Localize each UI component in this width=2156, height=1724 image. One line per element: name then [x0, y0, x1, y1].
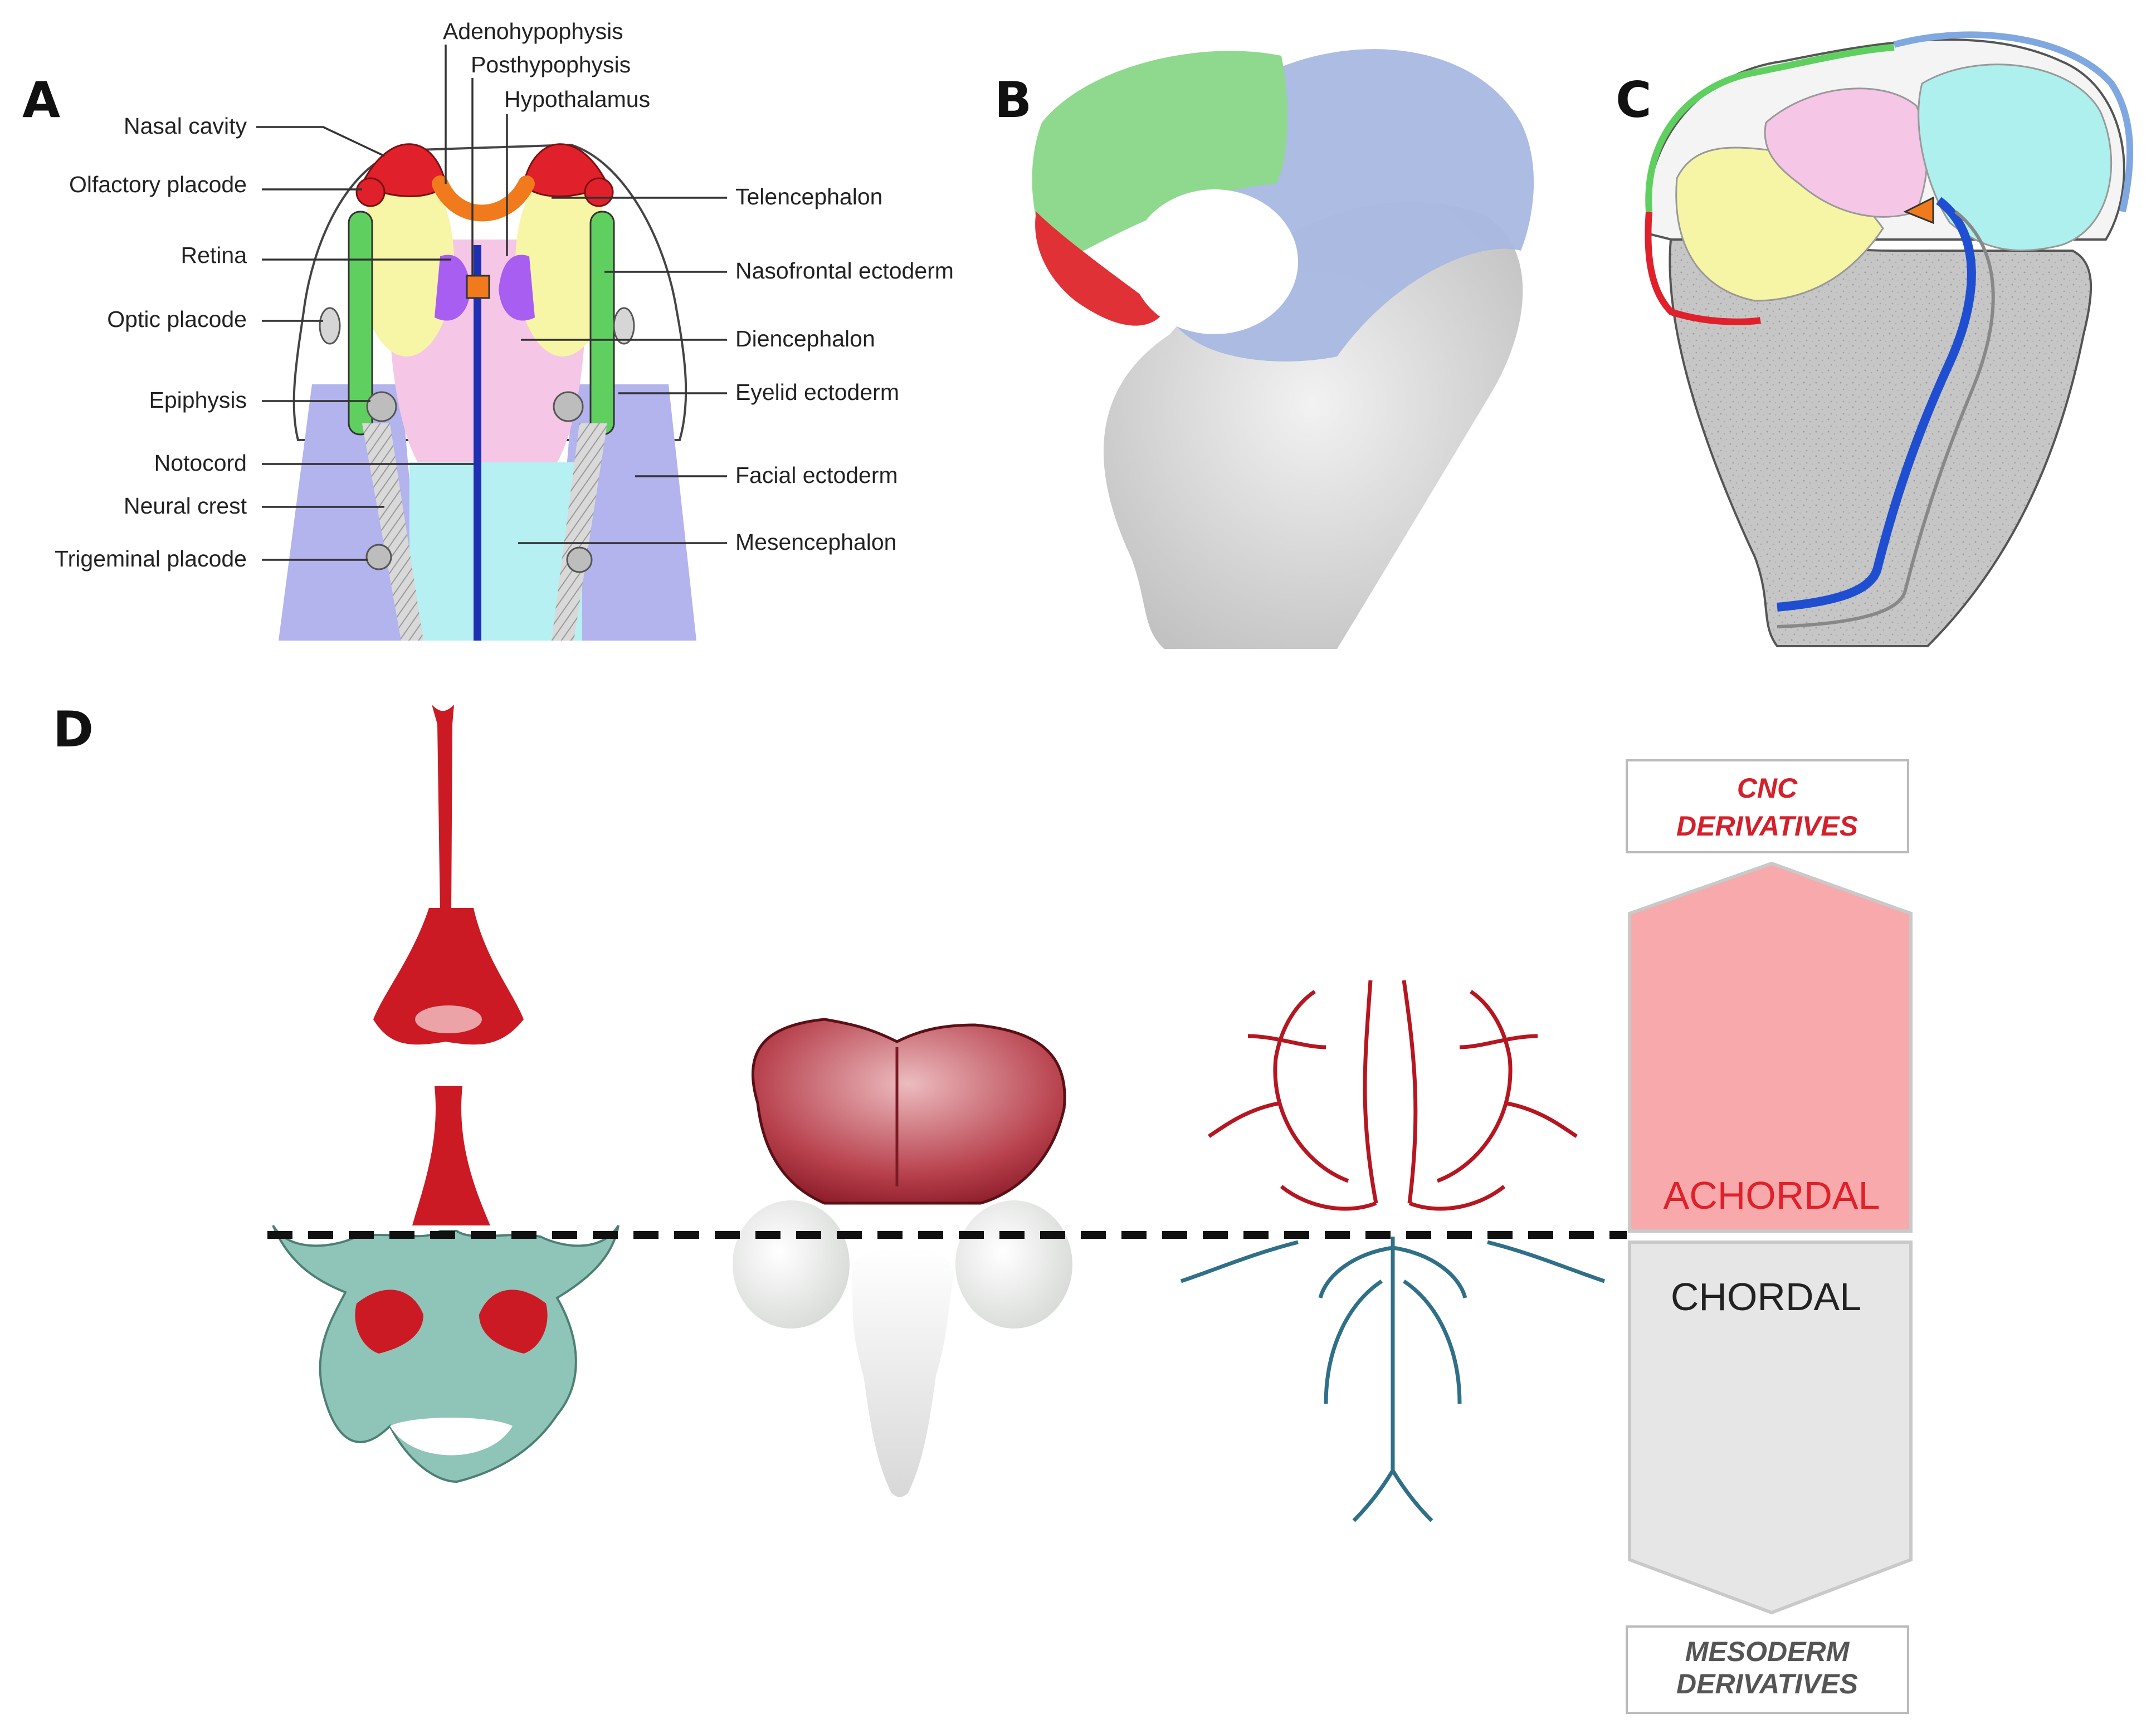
hypothalamus-right [499, 255, 535, 321]
adenohypophysis [432, 175, 535, 222]
temporal-lobe-right [955, 1200, 1072, 1329]
vessels-blue [1180, 1237, 1606, 1522]
brainstem [851, 1248, 954, 1497]
label-eyelid-ectoderm: Eyelid ectoderm [735, 379, 899, 405]
chordal-label: CHORDAL [1671, 1275, 1861, 1318]
hypothalamus-left [435, 255, 471, 321]
diencephalon-vesicle [1764, 87, 1928, 218]
hypophysis-orange [1903, 196, 1934, 224]
border-blue [1893, 31, 2134, 213]
panel-a: A [22, 18, 954, 641]
border-green [1645, 44, 1895, 212]
vessels-red [1208, 980, 1578, 1211]
panel-d: D CNC [53, 701, 1913, 1714]
telencephalon-left [359, 167, 454, 356]
brain-illustration [733, 1018, 1072, 1497]
legend-column: CNC DERIVATIVES ACHORDAL CHORDAL MESODER… [1626, 759, 1913, 1714]
optic-placode-left [319, 307, 341, 345]
chordal-region [1628, 1241, 1913, 1615]
label-hypothalamus: Hypothalamus [504, 86, 650, 112]
notochord [474, 245, 481, 641]
olfactory-placode-left [355, 177, 386, 207]
trigeminal-placode-right [566, 546, 593, 573]
label-facial-ectoderm: Facial ectoderm [735, 462, 898, 488]
neural-crest-left [362, 423, 423, 641]
skull-stalk [432, 705, 454, 914]
temporal-lobe-left [733, 1200, 850, 1329]
epiphysis-right [553, 391, 584, 422]
skull-cribriform-plate [373, 908, 524, 1045]
petrous-right [479, 1290, 548, 1354]
panel-b: B [994, 49, 1534, 649]
notochord-curve-outer [1777, 210, 1995, 628]
mesoderm-legend-box [1626, 1625, 1909, 1714]
achordal-region [1628, 861, 1913, 1233]
panel-c-letter: C [1616, 71, 1652, 129]
mesencephalon-region [409, 462, 582, 641]
mesoderm-legend-line1: MESODERM [1685, 1636, 1850, 1667]
telencephalon-right [515, 167, 610, 356]
label-telencephalon: Telencephalon [735, 184, 882, 209]
panel-a-letter: A [22, 71, 60, 129]
label-epiphysis: Epiphysis [149, 387, 247, 413]
label-diencephalon: Diencephalon [735, 326, 875, 351]
label-retina: Retina [181, 242, 247, 268]
label-posthypophysis: Posthypophysis [471, 52, 631, 77]
label-notocord: Notocord [154, 450, 247, 476]
panel-b-letter: B [994, 71, 1032, 129]
cnc-legend-line2: DERIVATIVES [1676, 810, 1858, 842]
panel-c: C [1616, 31, 2134, 647]
label-nasofrontal-ectoderm: Nasofrontal ectoderm [735, 258, 954, 284]
label-mesencephalon: Mesencephalon [735, 529, 896, 555]
skull-foramen [415, 1005, 482, 1033]
skull-sphenoid-red [412, 1086, 490, 1225]
notochord-curve [1777, 197, 1976, 612]
label-adenohypophysis: Adenohypophysis [443, 18, 623, 44]
label-neural-crest: Neural crest [124, 493, 247, 519]
label-olfactory-placode: Olfactory placode [69, 172, 247, 197]
cerebral-vessels-illustration [1180, 980, 1606, 1522]
cnc-legend-box [1626, 759, 1909, 853]
optic-placode-right [613, 307, 635, 345]
mesoderm-legend-line2: DERIVATIVES [1676, 1668, 1858, 1699]
achordal-label: ACHORDAL [1664, 1174, 1880, 1217]
mesencephalon-vesicle [1918, 64, 2113, 252]
cnc-legend-line1: CNC [1737, 773, 1798, 804]
forebrain-green-region [1032, 51, 1287, 267]
epiphysis-left [366, 391, 397, 422]
foramen-magnum [390, 1418, 513, 1456]
olfactory-placode-right [584, 177, 614, 207]
label-optic-placode: Optic placode [107, 306, 247, 332]
nasofrontal-ectoderm-left [348, 211, 373, 436]
leader-nasal-cavity [256, 126, 385, 157]
neural-crest-right [552, 423, 607, 641]
skull-base-illustration [272, 705, 620, 1483]
petrous-left [355, 1290, 423, 1354]
nasal-red-region [1035, 212, 1164, 326]
nasofrontal-ectoderm-right [589, 211, 615, 436]
border-red [1645, 211, 1761, 325]
optic-region [1131, 189, 1298, 334]
cerebrum [751, 1018, 1066, 1205]
label-trigeminal-placode: Trigeminal placode [55, 546, 247, 572]
trigeminal-placode-left [365, 544, 392, 570]
label-nasal-cavity: Nasal cavity [124, 113, 247, 139]
panel-d-letter: D [53, 701, 94, 758]
posthypophysis [466, 275, 490, 299]
